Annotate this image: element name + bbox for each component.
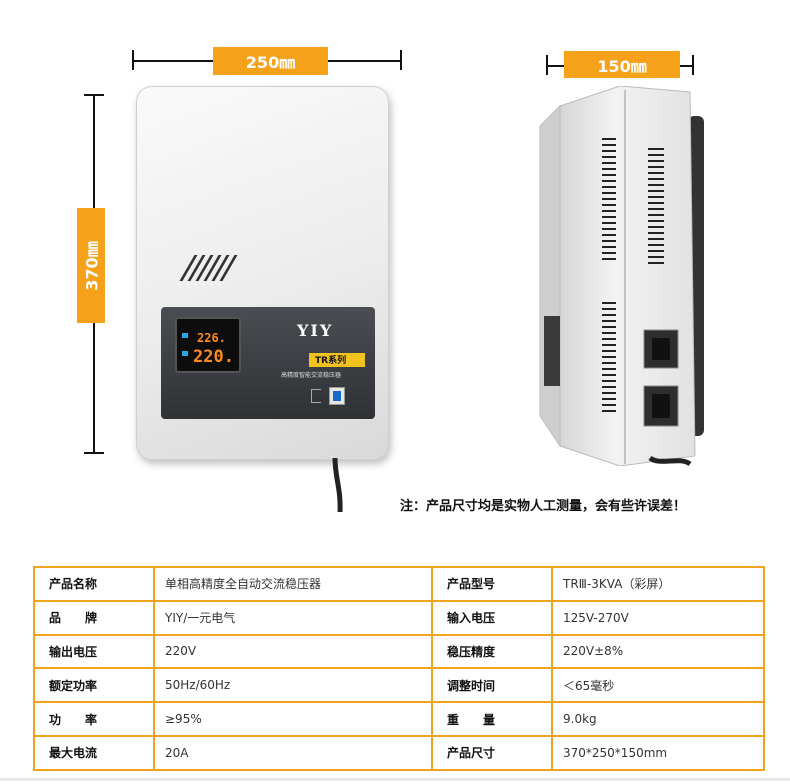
spec-label: 重 量 (431, 701, 553, 737)
spec-label: 产品型号 (431, 566, 553, 602)
depth-dimension-label: 150㎜ (564, 51, 680, 78)
spec-value: 9.0kg (551, 701, 765, 737)
spec-label: 额定功率 (33, 667, 155, 704)
device-subtitle: 高精度智能交流稳压器 (281, 372, 342, 379)
stabilizer-front-view: 226. 220. YIY TR系列 高精度智能交流稳压器 (136, 86, 389, 460)
width-dimension-label: 250㎜ (213, 47, 328, 75)
spec-value: TRⅢ-3KVA（彩屏） (551, 566, 765, 602)
vent-slots (179, 255, 239, 281)
spec-value: 125V-270V (551, 599, 765, 636)
spec-label: 输出电压 (33, 633, 155, 670)
control-panel: 226. 220. YIY TR系列 高精度智能交流稳压器 (161, 307, 375, 419)
spec-value: YIY/一元电气 (153, 599, 433, 636)
spec-label: 稳压精度 (431, 633, 553, 670)
spec-value: 370*250*150mm (551, 734, 765, 771)
spec-value: 220V±8% (551, 633, 765, 670)
spec-label: 输入电压 (431, 599, 553, 636)
spec-label: 产品名称 (33, 566, 155, 602)
spec-label: 产品尺寸 (431, 734, 553, 771)
measurement-note: 注：产品尺寸均是实物人工测量，会有些许误差！ (400, 499, 687, 514)
series-badge: TR系列 (309, 353, 365, 367)
power-switch (329, 387, 345, 405)
brand-logo: YIY (297, 321, 334, 340)
spec-label: 功 率 (33, 701, 155, 737)
spec-value: ≥95% (153, 701, 433, 737)
spec-value: 20A (153, 734, 433, 771)
display-output-reading: 220. (193, 347, 234, 367)
lcd-display: 226. 220. (175, 317, 241, 373)
spec-value: 50Hz/60Hz (153, 667, 433, 704)
power-cable (332, 458, 343, 512)
bottom-divider (0, 778, 790, 781)
spec-value: ＜65毫秒 (551, 667, 765, 704)
spec-value: 单相高精度全自动交流稳压器 (153, 566, 433, 602)
spec-value: 220V (153, 633, 433, 670)
spec-label: 调整时间 (431, 667, 553, 704)
height-dimension-label: 370㎜ (77, 208, 105, 323)
switch-bracket (311, 389, 321, 403)
stabilizer-side-view (539, 86, 704, 466)
spec-label: 品 牌 (33, 599, 155, 636)
display-input-reading: 226. (197, 331, 226, 345)
spec-label: 最大电流 (33, 734, 155, 771)
